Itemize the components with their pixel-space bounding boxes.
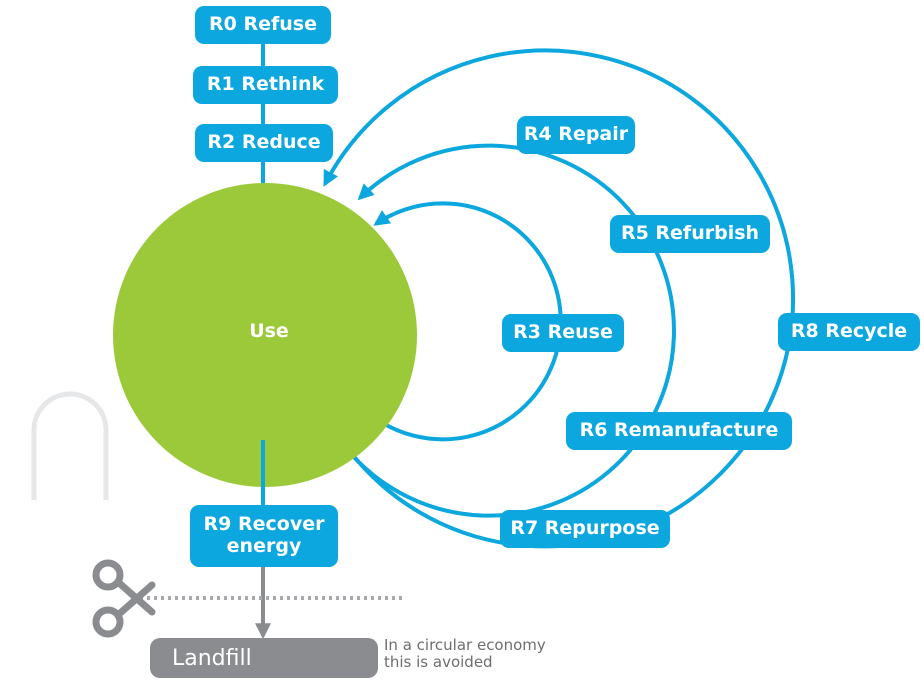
background-watermark: [31, 391, 109, 500]
r3-reuse-label: R3 Reuse: [502, 314, 624, 352]
r9-line-1: R9 Recover: [203, 513, 325, 536]
r0-refuse-label: R0 Refuse: [195, 6, 331, 44]
avoided-note-line-1: In a circular economy: [384, 636, 546, 654]
r5-refurbish-label: R5 Refurbish: [610, 215, 770, 253]
scissors-icon: [92, 559, 156, 638]
landfill-label: Landfill: [150, 638, 378, 678]
r9-recover-energy-label: R9 Recover energy: [190, 505, 338, 567]
r6-remanufacture-label: R6 Remanufacture: [566, 412, 792, 450]
r7-repurpose-label: R7 Repurpose: [500, 510, 670, 548]
r9-line-2: energy: [226, 535, 302, 557]
r1-rethink-label: R1 Rethink: [193, 66, 338, 104]
r4-repair-label: R4 Repair: [517, 116, 635, 154]
avoided-note-line-2: this is avoided: [384, 653, 493, 671]
r8-recycle-label: R8 Recycle: [778, 313, 920, 351]
use-circle: [113, 183, 417, 487]
r2-reduce-label: R2 Reduce: [195, 124, 333, 162]
remanufacture-loop: [350, 143, 676, 518]
use-label: Use: [249, 320, 289, 342]
avoided-note: In a circular economy this is avoided: [384, 637, 546, 671]
